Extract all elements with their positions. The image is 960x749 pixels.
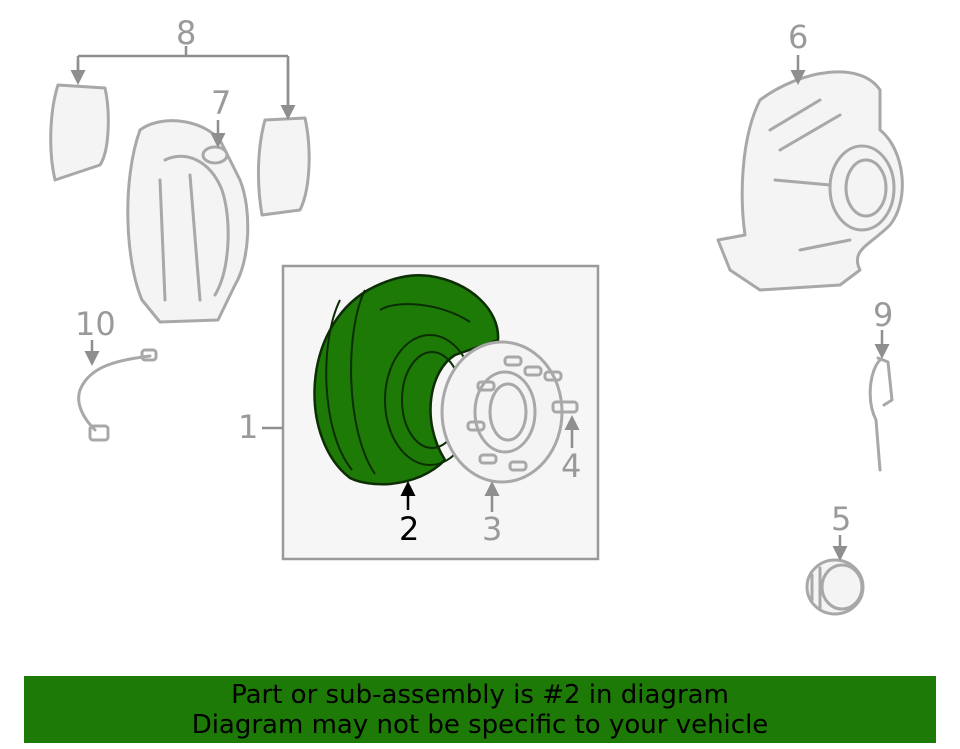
callout-9: 9 — [873, 296, 893, 334]
leader-lines — [70, 46, 890, 561]
wheel-sensor-part-10[interactable] — [77, 348, 158, 442]
callout-6: 6 — [788, 18, 808, 56]
hub-part-3[interactable] — [440, 340, 564, 484]
info-banner: Part or sub-assembly is #2 in diagram Di… — [24, 676, 936, 743]
callout-8: 8 — [176, 14, 196, 52]
caliper-part-7[interactable] — [126, 119, 250, 324]
brake-hose-part-9[interactable] — [868, 356, 894, 472]
banner-line-2: Diagram may not be specific to your vehi… — [191, 710, 769, 740]
banner-line-1: Part or sub-assembly is #2 in diagram — [231, 680, 729, 710]
callout-1: 1 — [238, 408, 258, 446]
callout-5: 5 — [831, 500, 851, 538]
callout-4: 4 — [561, 447, 581, 485]
callout-10: 10 — [75, 305, 116, 343]
brake-pads-part-8[interactable] — [49, 83, 311, 217]
wheel-stud-part-4[interactable] — [551, 400, 579, 414]
callout-7: 7 — [211, 84, 231, 122]
callout-3: 3 — [482, 510, 502, 548]
callout-2: 2 — [399, 510, 419, 548]
grease-cap-part-5[interactable] — [805, 558, 865, 616]
splash-shield-part-6[interactable] — [716, 70, 904, 292]
